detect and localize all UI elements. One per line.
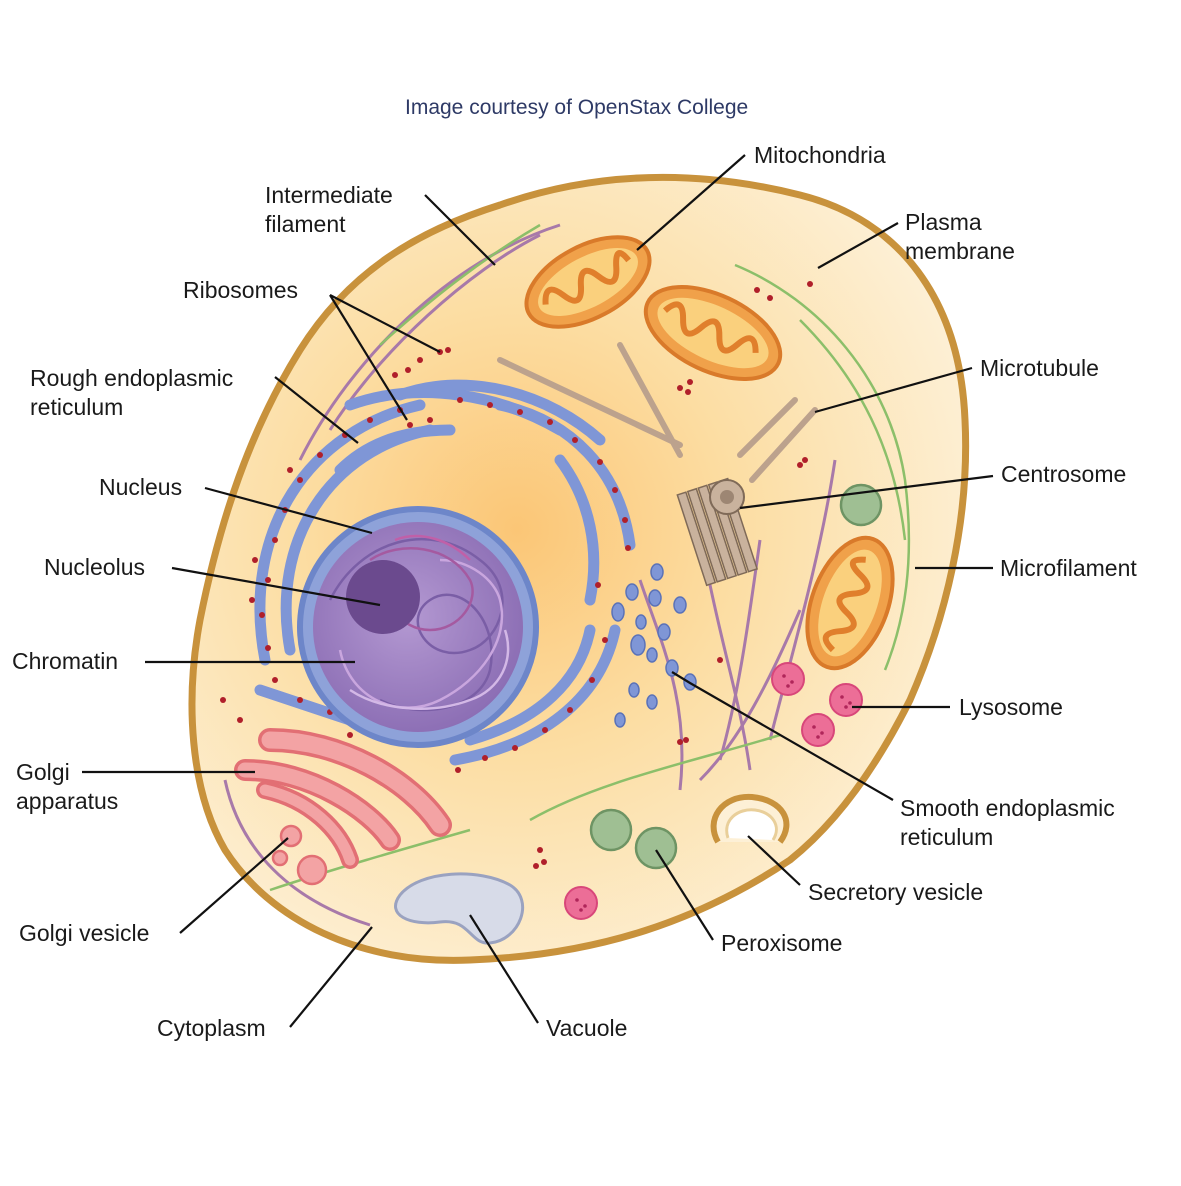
- nucleolus: [346, 560, 420, 634]
- label-chromatin: Chromatin: [12, 648, 119, 674]
- label-rough-er-line1: Rough endoplasmic: [30, 365, 234, 391]
- label-nucleolus: Nucleolus: [44, 554, 145, 580]
- leader-vacuole: [469, 914, 539, 1024]
- leader-intermediate-filament: [424, 194, 496, 266]
- label-mitochondria: Mitochondria: [754, 142, 886, 168]
- label-golgi-apparatus: Golgi apparatus: [16, 758, 118, 816]
- leader-smooth-er: [671, 671, 894, 801]
- label-plasma-membrane-line1: Plasma: [905, 209, 982, 235]
- mitochondrion-1: [524, 235, 652, 329]
- leader-peroxisome: [655, 849, 714, 941]
- label-nucleus: Nucleus: [99, 474, 183, 500]
- leader-mitochondria: [636, 154, 746, 251]
- label-plasma-membrane: Plasma membrane: [905, 208, 1015, 266]
- smooth-er: [611, 563, 697, 728]
- label-smooth-er: Smooth endoplasmic reticulum: [900, 794, 1115, 852]
- free-ribosomes: [220, 281, 813, 869]
- label-microtubule: Microtubule: [980, 355, 1099, 381]
- leader-lines: [82, 154, 994, 1028]
- label-smooth-er-line1: Smooth endoplasmic: [900, 795, 1115, 821]
- rough-er: [254, 379, 636, 766]
- label-intermediate-filament: Intermediate filament: [265, 181, 393, 239]
- secretory-vesicle: [710, 793, 790, 844]
- label-rough-er-line2: reticulum: [30, 394, 124, 420]
- label-microfilament: Microfilament: [1000, 555, 1137, 581]
- label-centrosome: Centrosome: [1001, 461, 1127, 487]
- mitochondrion-2: [643, 285, 783, 381]
- leader-golgi-vesicle: [179, 837, 289, 934]
- golgi-apparatus: [234, 728, 452, 869]
- label-secretory-vesicle: Secretory vesicle: [808, 879, 984, 905]
- ribosomes-on-er: [249, 397, 631, 773]
- label-cytoplasm: Cytoplasm: [157, 1015, 266, 1041]
- label-rough-er: Rough endoplasmic reticulum: [30, 364, 233, 422]
- label-peroxisome: Peroxisome: [721, 930, 843, 956]
- leader-secretory-vesicle: [747, 835, 801, 886]
- leader-ribosomes-2: [329, 294, 408, 421]
- lysosomes: [564, 662, 863, 920]
- leader-nucleus: [204, 486, 373, 535]
- label-intermediate-filament-line1: Intermediate: [265, 182, 393, 208]
- label-golgi-vesicle: Golgi vesicle: [19, 920, 150, 946]
- microtubules: [497, 342, 818, 483]
- label-ribosomes: Ribosomes: [183, 277, 299, 303]
- label-plasma-membrane-line2: membrane: [905, 238, 1015, 264]
- leader-ribosomes-1: [329, 294, 441, 353]
- mitochondrion-3: [805, 535, 895, 671]
- label-intermediate-filament-line2: filament: [265, 211, 346, 237]
- label-lysosome: Lysosome: [959, 694, 1063, 720]
- centrosome: [676, 477, 759, 587]
- label-vacuole: Vacuole: [546, 1015, 628, 1041]
- label-golgi-apparatus-line2: apparatus: [16, 788, 119, 814]
- microfilaments: [269, 223, 911, 892]
- leader-rough-er: [274, 376, 359, 444]
- label-golgi-apparatus-line1: Golgi: [16, 759, 70, 785]
- leader-microtubule: [814, 366, 973, 414]
- leader-nucleolus: [171, 566, 381, 607]
- lysosome-contents: [575, 674, 852, 912]
- leader-plasma-membrane: [817, 222, 899, 269]
- leader-centrosome: [739, 474, 994, 510]
- vacuole: [394, 872, 525, 945]
- leader-cytoplasm: [289, 926, 373, 1028]
- label-smooth-er-line2: reticulum: [900, 824, 994, 850]
- image-credit: Image courtesy of OpenStax College: [405, 96, 749, 119]
